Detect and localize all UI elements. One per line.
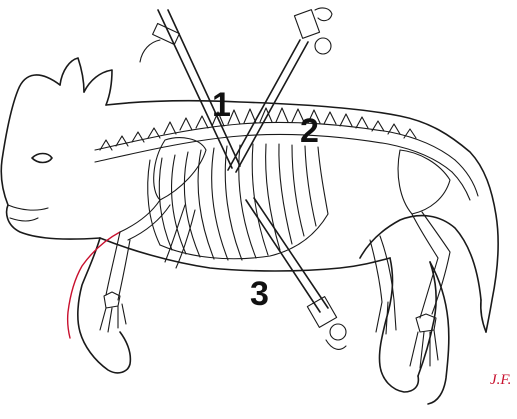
probe-3-valve-icon bbox=[330, 324, 346, 340]
probe-3-hub bbox=[307, 297, 336, 328]
probe-2-hub bbox=[294, 10, 319, 39]
label-1: 1 bbox=[212, 86, 231, 124]
probe-2-cap-icon bbox=[315, 8, 332, 21]
label-2: 2 bbox=[300, 112, 319, 150]
probe-3-cap-icon bbox=[326, 340, 346, 349]
left-ear bbox=[60, 58, 84, 92]
artist-signature: J.F. bbox=[490, 372, 511, 388]
probe-3 bbox=[246, 198, 346, 349]
right-ear bbox=[84, 70, 112, 105]
probe-2-valve-icon bbox=[315, 38, 331, 54]
label-3: 3 bbox=[250, 275, 269, 313]
red-marking bbox=[68, 232, 120, 338]
eye-icon bbox=[32, 154, 52, 163]
